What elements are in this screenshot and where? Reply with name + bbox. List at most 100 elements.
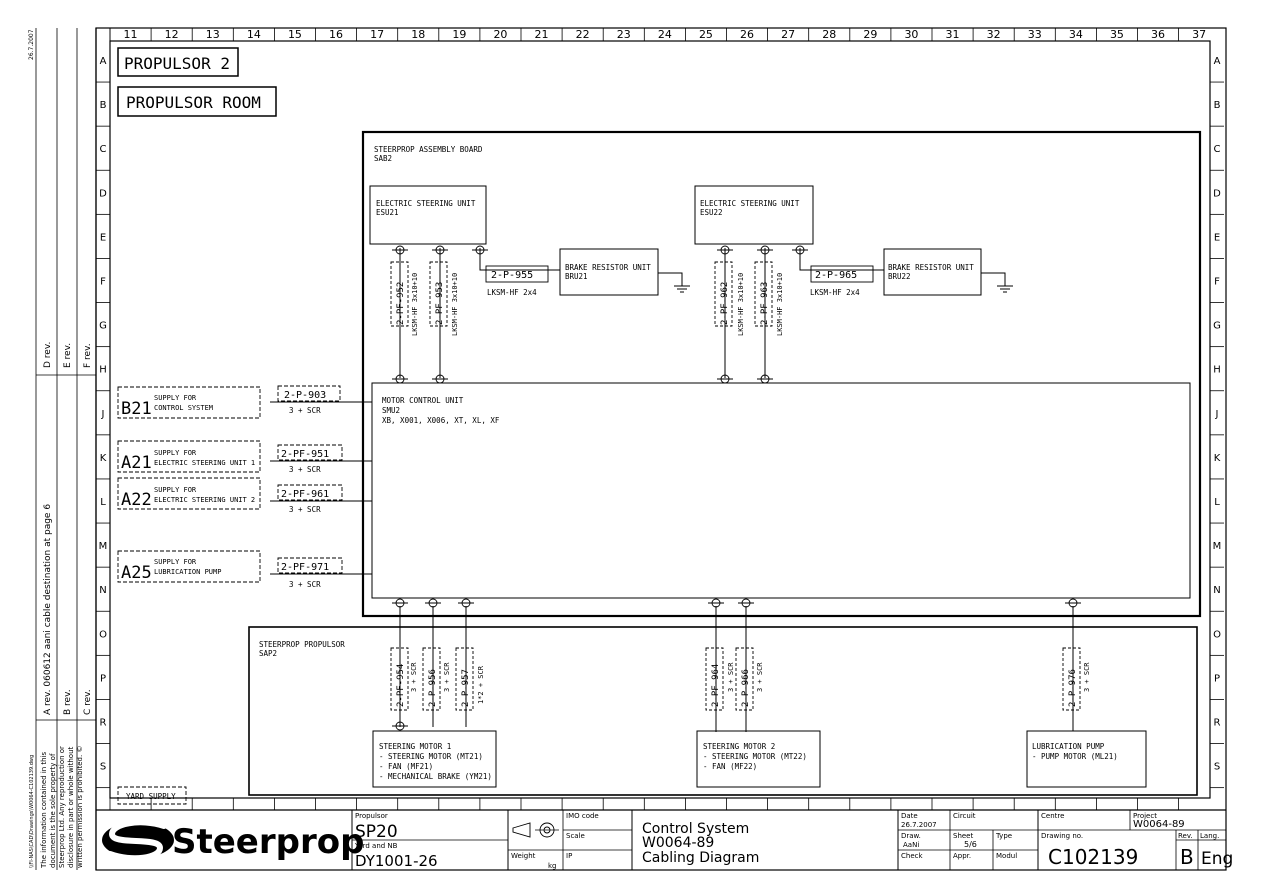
rev-d: D rev. [43,342,53,368]
grid-row-label: R [100,718,107,729]
supply-cable-type: 3 + SCR [289,406,321,415]
motor-title: STEERING MOTOR 2 [703,742,775,751]
bru22-code: BRU22 [888,272,911,281]
modul-label: Modul [996,852,1017,860]
motor-line: - FAN (MF21) [379,762,433,771]
cable-type: 3 + SCR [727,662,735,692]
grid-col-label: 12 [165,28,179,41]
cable-gland-icon [717,245,733,255]
room-title-text: PROPULSOR ROOM [126,93,261,112]
grid-row-label: P [100,673,106,684]
grid-row-label: O [99,629,107,640]
grid-row-label: M [99,541,108,552]
cable-gland-icon [392,374,408,384]
cable-id: 2-P-966 [741,669,751,707]
rev-f: F rev. [83,343,93,368]
cable-type: LKSM-HF 2x4 [487,288,537,297]
type-label: Type [995,832,1012,840]
grid-col-label: 14 [247,28,261,41]
supply-cable: 2-PF-961 [281,489,329,500]
motor-line: - STEERING MOTOR (MT21) [379,752,483,761]
grid-col-label: 17 [370,28,384,41]
cable-gland-icon [708,598,724,608]
cable-id: 2-P-955 [491,270,533,281]
supply-line2: ELECTRIC STEERING UNIT 2 [154,496,255,504]
cable-type: 3 + SCR [410,662,418,692]
propulsor-title: PROPULSOR 2 [117,47,239,77]
room-title: PROPULSOR ROOM [117,86,277,117]
cable-type: 3 + SCR [756,662,764,692]
lang-value: Eng [1201,849,1233,869]
supply-line1: SUPPLY FOR [154,394,197,402]
grid-col-label: 24 [658,28,672,41]
cable-id: 2-PF-953 [435,282,445,325]
grid-col-label: 32 [987,28,1001,41]
grid-row-label: A [100,56,107,67]
draw-label: Draw. [901,832,921,840]
cable-gland-icon [425,598,441,608]
supply-line2: LUBRICATION PUMP [154,568,221,576]
copyright-line-2: document is the sole property of [49,753,57,868]
supply-cable-type: 3 + SCR [289,465,321,474]
cable-gland-icon [432,374,448,384]
supply-tag: A25 [121,563,152,583]
propulsor-title-text: PROPULSOR 2 [124,54,230,73]
grid-col-label: 35 [1110,28,1124,41]
cable-id: 2-PF-963 [760,282,770,325]
title-line-2: W0064-89 [642,835,714,851]
logo-text: Steerprop [172,822,364,862]
esu21-name: ELECTRIC STEERING UNIT [376,199,476,208]
motor-control-unit: MOTOR CONTROL UNIT SMU2 XB, X001, X006, … [371,382,1191,599]
cable-gland-icon [738,598,754,608]
grid-col-label: 33 [1028,28,1042,41]
propulsor-value: SP20 [355,822,398,842]
grid-row-label: H [1213,365,1221,376]
grid-col-label: 11 [124,28,138,41]
drawing-no-label: Drawing no. [1041,832,1083,840]
supply-cable: 2-PF-971 [281,562,329,573]
motor-title: LUBRICATION PUMP [1032,742,1105,751]
rev-c: C rev. [83,689,93,715]
margin-file-path: \\FI-NAS\CAD\Drawings\W0064-C102139.dwg [29,755,35,868]
cable-id: 2-P-965 [815,270,857,281]
sheet-value: 5/6 [964,840,977,849]
weight-label: Weight [511,852,536,860]
scale-label: Scale [566,832,585,840]
ip-label: IP [566,852,572,860]
assembly-board-code: SAB2 [374,154,392,163]
cable-glands [392,245,1081,731]
imo-label: IMO code [566,812,599,820]
yard-supply: YARD SUPPLY [117,786,187,805]
cable-gland-icon [392,245,408,255]
date-label: Date [901,812,918,820]
cable-gland-icon [717,374,733,384]
grid-col-label: 27 [781,28,795,41]
grid-row-label: A [1214,56,1221,67]
grid-row-label: F [1214,277,1220,288]
brake-cable-2-p-965: 2-P-965 LKSM-HF 2x4 [799,248,884,297]
margin-date: 26.7.2007 [28,29,35,60]
appr-label: Appr. [953,852,971,860]
check-label: Check [901,852,923,860]
top-cable-2-pf-962: 2-PF-962 LKSM-HF 3x10+10 [714,248,745,378]
centre-label: Centre [1041,812,1064,820]
motor-title: STEERING MOTOR 1 [379,742,451,751]
supply-line2: CONTROL SYSTEM [154,404,213,412]
drawing-no: C102139 [1048,845,1138,869]
grid-col-label: 29 [863,28,877,41]
supply-cable: 2-P-903 [284,390,326,401]
grid-col-label: 13 [206,28,220,41]
cable-gland-icon [472,245,488,255]
projection-symbol-icon [512,822,559,838]
grid-row-label: E [100,232,106,243]
cable-id: 2-P-976 [1068,669,1078,707]
bru21-name: BRAKE RESISTOR UNIT [565,263,651,272]
supply-line1: SUPPLY FOR [154,486,197,494]
supply-a21: A21 SUPPLY FOR ELECTRIC STEERING UNIT 1 … [117,440,372,474]
top-cable-2-pf-953: 2-PF-953 LKSM-HF 3x10+10 [429,248,459,378]
supply-tag: A22 [121,490,152,510]
grid-col-label: 36 [1151,28,1165,41]
propulsor-label: Propulsor [355,812,388,820]
